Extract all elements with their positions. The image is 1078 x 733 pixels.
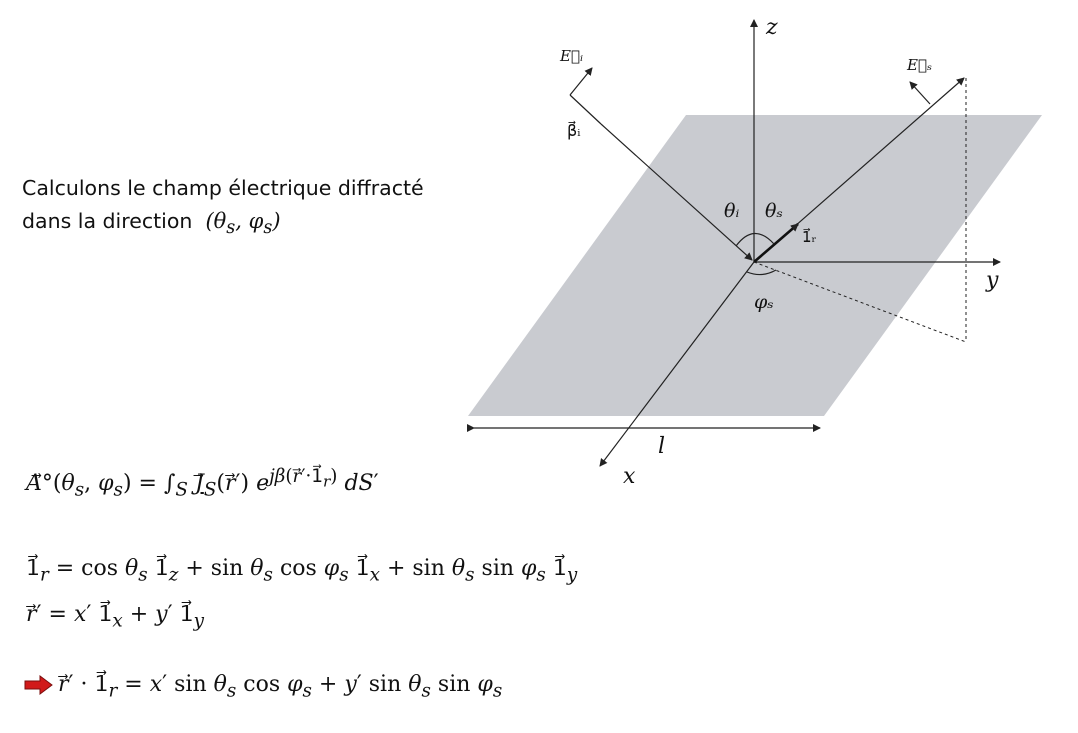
incident-ray <box>600 123 753 261</box>
equation-dot-product: r⃗′ · 1⃗r = x′ sin θs cos φs + y′ sin θs… <box>58 672 503 702</box>
theta-s-label: θₛ <box>765 200 783 222</box>
eq1-text: A⃗°(θs, φs) = ∫S J⃗S(r⃗′) ejβ(r⃗′·1⃗r) d… <box>26 466 379 501</box>
direction-label: (θs, φs) <box>205 209 281 239</box>
intro-line-2: dans la direction (θs, φs) <box>22 205 424 245</box>
Ei-label: E⃗ᵢ <box>559 47 583 65</box>
intro-line-2-text: dans la direction <box>22 209 193 233</box>
equation-unit-vector: 1⃗r = cos θs 1⃗z + sin θs cos φs 1⃗x + s… <box>26 556 578 586</box>
x-axis <box>599 261 755 467</box>
incident-field-Ei <box>569 67 593 96</box>
beta-i-label: β⃗ᵢ <box>567 120 580 140</box>
red-arrow-icon <box>24 675 53 695</box>
equation-position-vector: r⃗′ = x′ 1⃗x + y′ 1⃗y <box>26 602 204 632</box>
Es-label: E⃗ₛ <box>906 56 932 74</box>
projection-line <box>753 261 967 343</box>
y-label: y <box>985 268 999 293</box>
z-label: z <box>765 15 778 40</box>
incident-field-tail <box>569 94 602 125</box>
phi-s-label: φₛ <box>754 291 774 313</box>
equation-vector-potential: A⃗°(θs, φs) = ∫S J⃗S(r⃗′) ejβ(r⃗′·1⃗r) d… <box>26 466 379 501</box>
theta-i-label: θᵢ <box>724 200 739 222</box>
theta-arc <box>735 232 775 247</box>
intro-text: Calculons le champ électrique diffracté … <box>22 172 424 245</box>
1r-label: 1⃗ᵣ <box>802 227 817 246</box>
diffracted-field-Es <box>909 81 931 105</box>
x-label: x <box>623 464 636 489</box>
scattering-plate <box>468 115 1042 416</box>
unit-vector-1r <box>753 223 799 263</box>
phi-arc <box>746 269 777 276</box>
intro-line-1: Calculons le champ électrique diffracté <box>22 176 424 200</box>
length-label: l <box>658 434 665 459</box>
